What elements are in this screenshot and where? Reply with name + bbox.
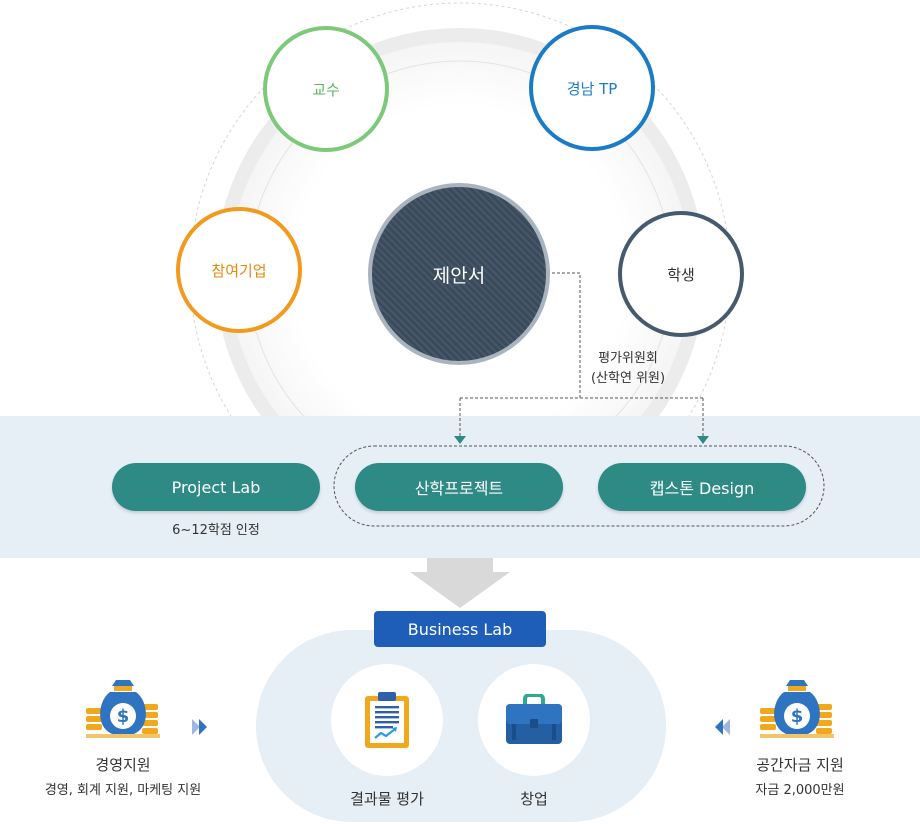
node-student: 학생 <box>618 211 744 337</box>
arrow-left-icon <box>715 719 730 735</box>
industry-project-label: 산학프로젝트 <box>414 479 504 498</box>
support-right-title: 공간자금 지원 <box>756 756 844 774</box>
node-company: 참여기업 <box>176 207 302 333</box>
committee-label: 평가위원회 (산학연 위원) <box>578 349 678 389</box>
node-company-label: 참여기업 <box>211 261 267 280</box>
support-left-title: 경영지원 <box>95 756 151 774</box>
arrowhead-right <box>697 436 709 444</box>
money-bag-icon-right: $ <box>760 680 834 738</box>
svg-text:$: $ <box>117 706 130 727</box>
node-professor-label: 교수 <box>312 80 340 99</box>
evaluation-label: 결과물 평가 <box>350 790 424 808</box>
node-proposal-label: 제안서 <box>432 264 486 287</box>
node-professor: 교수 <box>263 26 389 152</box>
node-gyeongnam-tp: 경남 TP <box>529 25 655 151</box>
down-arrow <box>410 558 510 608</box>
capstone-pill: 캡스톤 Design <box>598 463 806 511</box>
node-gyeongnam-tp-label: 경남 TP <box>566 79 618 98</box>
arrow-right-icon <box>192 719 207 735</box>
evaluation-circle <box>331 664 443 776</box>
dashed-group-outline <box>333 445 825 527</box>
committee-line1: 평가위원회 <box>598 351 658 366</box>
committee-line2: (산학연 위원) <box>590 371 666 386</box>
svg-text:$: $ <box>791 706 804 727</box>
arrowhead-left <box>454 436 466 444</box>
support-right-detail: 자금 2,000만원 <box>755 783 845 798</box>
business-lab-title-text: Business Lab <box>407 619 513 639</box>
connector-proposal-committee <box>552 272 581 398</box>
industry-project-pill: 산학프로젝트 <box>355 463 563 511</box>
node-proposal: 제안서 <box>368 183 550 365</box>
business-lab-area <box>256 630 666 822</box>
briefcase-icon <box>506 694 562 744</box>
capstone-label: 캡스톤 Design <box>649 479 755 498</box>
project-lab-label: Project Lab <box>171 477 261 497</box>
startup-circle <box>478 664 590 776</box>
money-bag-icon-left: $ <box>86 680 160 738</box>
project-lab-note: 6~12학점 인정 <box>172 523 260 538</box>
startup-label: 창업 <box>520 790 548 808</box>
node-student-label: 학생 <box>667 265 695 284</box>
business-lab-title: Business Lab <box>374 611 546 647</box>
support-left-detail: 경영, 회계 지원, 마케팅 지원 <box>44 783 202 798</box>
project-lab-pill: Project Lab <box>112 463 320 511</box>
clipboard-icon <box>365 692 409 748</box>
